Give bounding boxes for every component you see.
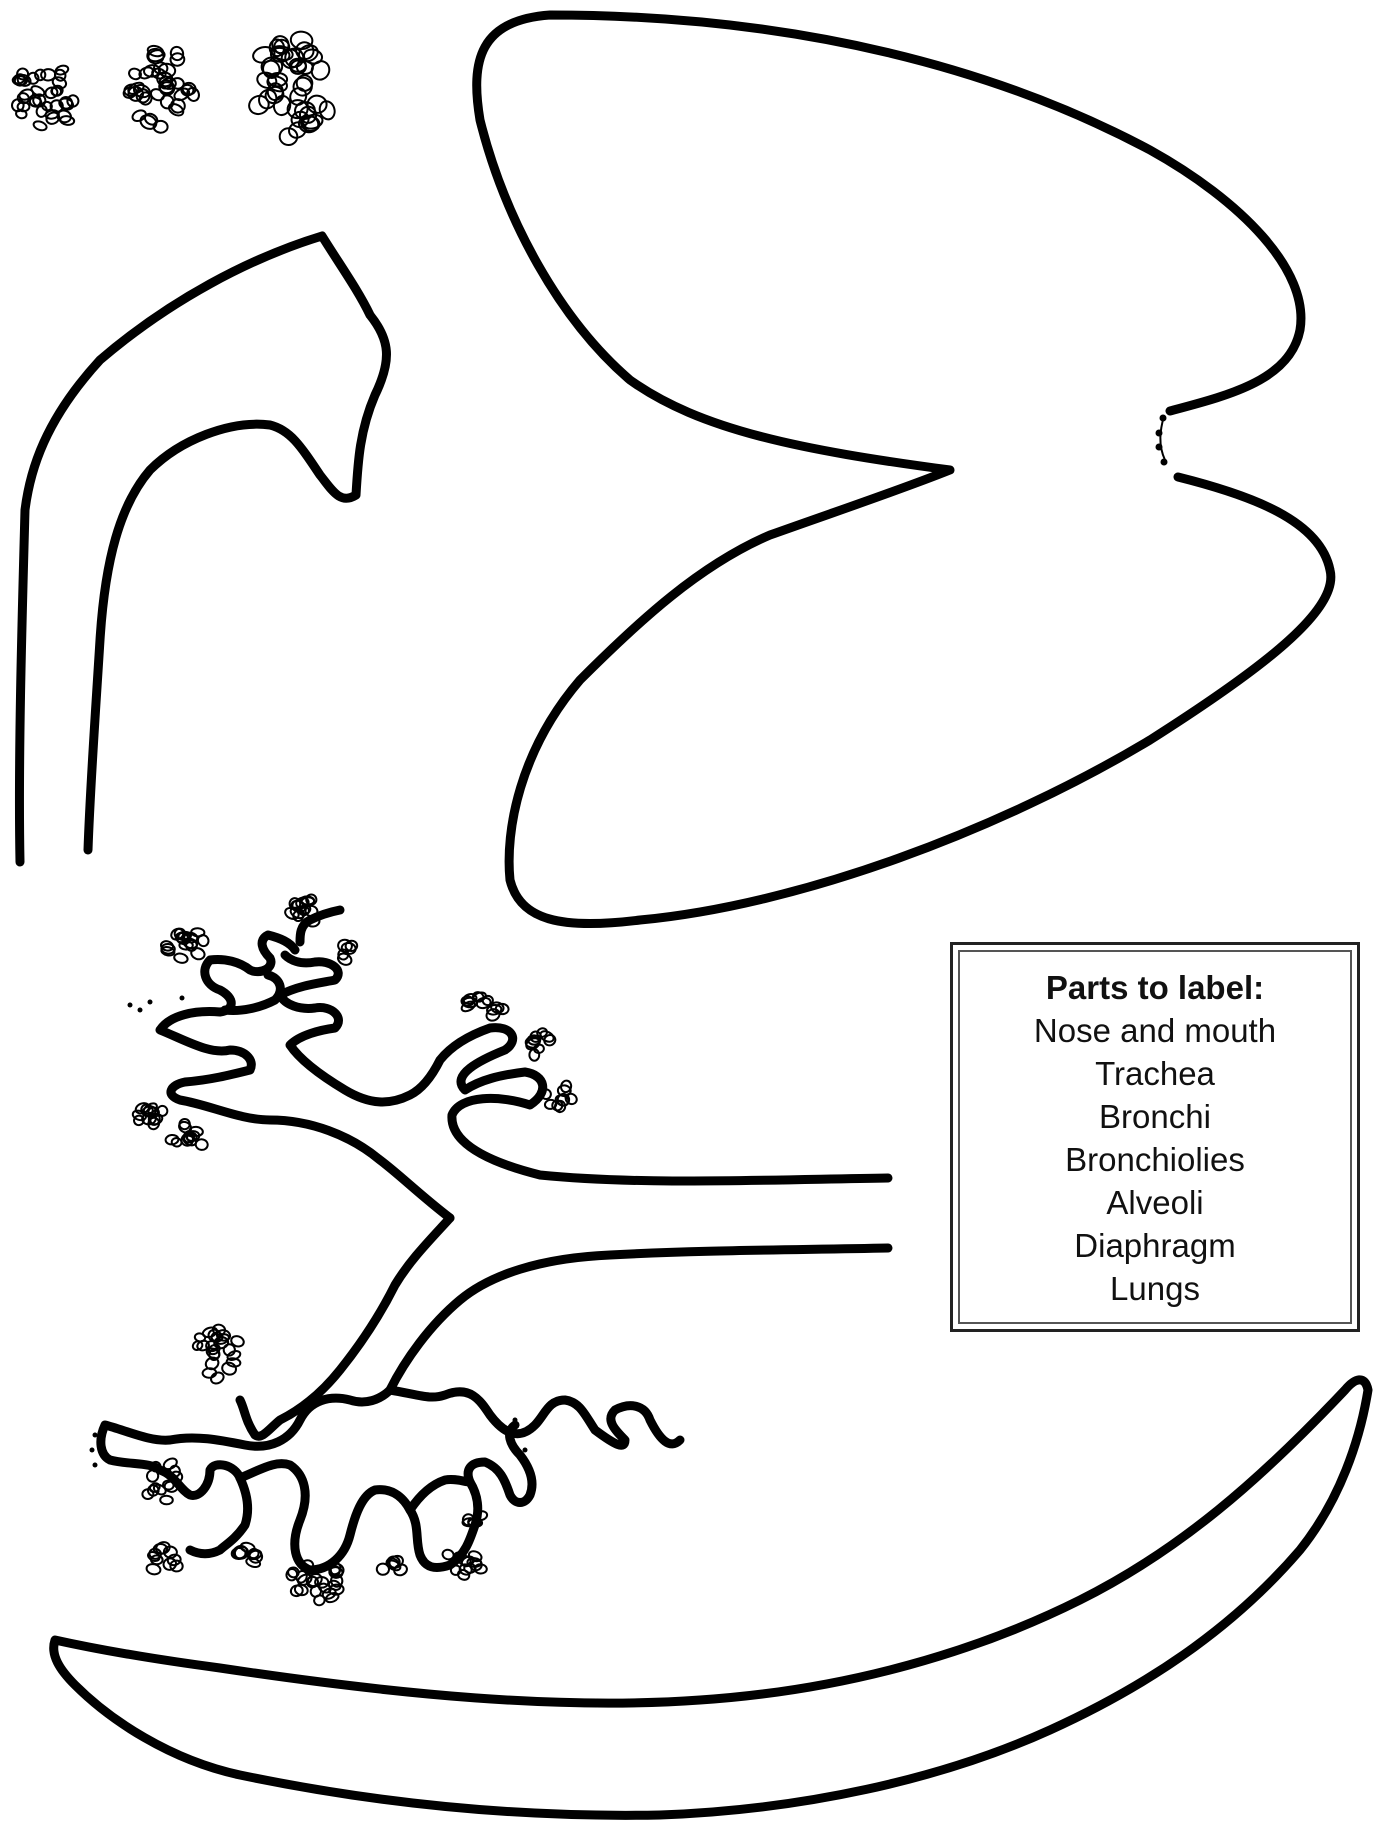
label-item-trachea: Trachea — [1095, 1052, 1215, 1095]
label-item-bronchi: Bronchi — [1099, 1095, 1211, 1138]
bronchiole-alveoli-clusters — [90, 894, 579, 1607]
alveolus-cell — [376, 1563, 389, 1575]
speckle-dot — [148, 1000, 153, 1005]
label-item-diaphragm: Diaphragm — [1074, 1224, 1235, 1267]
alveolus-cell — [41, 69, 56, 81]
alveoli-sample-2 — [122, 44, 201, 133]
alveolus-cell — [32, 120, 47, 132]
alveolus-cell — [58, 97, 75, 112]
alveolus-cell — [393, 1563, 409, 1577]
parts-to-label-title: Parts to label: — [1046, 966, 1264, 1009]
alveoli-cluster — [165, 1117, 208, 1150]
alveolus-cell — [194, 1333, 206, 1343]
label-item-alveoli: Alveoli — [1106, 1181, 1203, 1224]
alveoli-sample-3 — [246, 30, 336, 145]
alveolus-cell — [307, 95, 328, 114]
parts-to-label-inner-frame: Parts to label: Nose and mouth Trachea B… — [958, 950, 1352, 1324]
alveoli-cluster — [524, 1027, 557, 1061]
alveoli-cluster — [336, 939, 358, 967]
alveoli-cluster — [146, 1540, 184, 1575]
speckle-dot — [518, 1433, 523, 1438]
speckle-dot — [128, 1003, 133, 1008]
alveoli-cluster — [231, 1541, 262, 1568]
alveoli-cluster — [460, 990, 509, 1022]
alveolus-cell — [173, 952, 188, 964]
speckle-dot — [180, 996, 185, 1001]
parts-to-label-box: Parts to label: Nose and mouth Trachea B… — [950, 942, 1360, 1332]
alveolus-cell — [441, 1548, 454, 1560]
label-item-nose-and-mouth: Nose and mouth — [1034, 1009, 1276, 1052]
nose-mouth-trachea-outline — [19, 236, 386, 862]
alveoli-cluster — [132, 1101, 169, 1131]
alveolus-cell — [60, 115, 75, 125]
label-item-bronchioles: Bronchiolies — [1065, 1138, 1245, 1181]
alveolus-cell — [290, 30, 314, 50]
speckle-dot — [93, 1463, 98, 1468]
alveolus-cell — [195, 1139, 208, 1151]
speckle-dot — [93, 1433, 98, 1438]
lungs-outline — [477, 15, 1331, 924]
alveoli-cluster — [376, 1554, 408, 1578]
alveolus-cell — [490, 1001, 505, 1014]
alveoli-sample-1 — [11, 64, 80, 132]
alveoli-sample-clusters — [11, 30, 337, 145]
speckle-dot — [523, 1448, 528, 1453]
speckle-dot — [513, 1418, 518, 1423]
alveoli-cluster — [160, 927, 210, 964]
alveolus-cell — [160, 1495, 173, 1504]
label-item-lungs: Lungs — [1110, 1267, 1200, 1310]
alveoli-cluster — [191, 1324, 245, 1386]
speckle-dot — [138, 1008, 143, 1013]
speckle-dot — [90, 1448, 95, 1453]
